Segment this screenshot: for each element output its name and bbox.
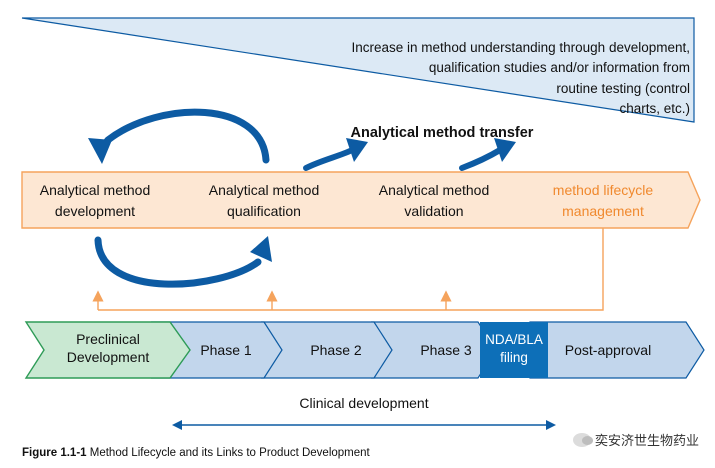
lifecycle-development-line-2: development xyxy=(55,203,135,219)
phase-2-label: Phase 2 xyxy=(310,342,362,358)
wedge-text-line-4: charts, etc.) xyxy=(619,101,690,116)
lifecycle-qualification-line-1: Analytical method xyxy=(209,182,320,198)
loop-arrow-top-head xyxy=(88,138,112,164)
transfer-arrow-2 xyxy=(459,147,503,171)
phase-nda-filing xyxy=(480,322,548,378)
lifecycle-diagram: Increase in method understanding through… xyxy=(21,17,705,430)
watermark-text: 奕安济世生物药业 xyxy=(594,433,699,448)
clinical-span-right-head xyxy=(546,420,556,430)
clinical-development-label: Clinical development xyxy=(299,395,428,411)
transfer-arrow-1-head xyxy=(346,138,368,162)
phase-preclinical-line-1: Preclinical xyxy=(76,331,140,347)
transfer-arrow-1 xyxy=(303,147,355,171)
wechat-icon xyxy=(572,432,593,447)
phase-1-label: Phase 1 xyxy=(200,342,252,358)
lifecycle-qualification-line-2: qualification xyxy=(227,203,301,219)
clinical-span-left-head xyxy=(172,420,182,430)
wedge-text-line-3: routine testing (control xyxy=(556,81,690,96)
lifecycle-management-line-2: management xyxy=(562,203,644,219)
lifecycle-validation-line-2: validation xyxy=(404,203,463,219)
understanding-wedge xyxy=(21,17,695,123)
loop-arrow-bottom xyxy=(94,236,262,288)
wedge-text-line-2: qualification studies and/or information… xyxy=(429,60,690,75)
figure-caption: Figure 1.1-1 Method Lifecycle and its Li… xyxy=(22,447,370,459)
lifecycle-management-line-1: method lifecycle xyxy=(553,182,654,198)
lifecycle-band xyxy=(21,171,701,229)
phase-nda-line-2: filing xyxy=(500,350,528,365)
phase-nda-line-1: NDA/BLA xyxy=(485,332,543,347)
figure-caption-prefix: Figure 1.1-1 xyxy=(22,447,87,459)
phase-3-label: Phase 3 xyxy=(420,342,472,358)
loop-arrow-bottom-head xyxy=(250,236,272,262)
phase-preclinical-line-2: Development xyxy=(67,349,150,365)
phase-preclinical xyxy=(24,321,191,379)
transfer-arrow-2-head xyxy=(494,138,516,162)
lifecycle-development-line-1: Analytical method xyxy=(40,182,151,198)
feedback-line xyxy=(98,228,604,311)
phase-post-approval-label: Post-approval xyxy=(565,342,651,358)
figure-caption-text: Method Lifecycle and its Links to Produc… xyxy=(86,447,370,459)
watermark: 奕安济世生物药业 xyxy=(572,430,699,449)
transfer-label: Analytical method transfer xyxy=(351,125,534,141)
wedge-text-line-1: Increase in method understanding through… xyxy=(352,40,690,55)
loop-arrow-top xyxy=(96,108,270,164)
lifecycle-validation-line-1: Analytical method xyxy=(379,182,490,198)
